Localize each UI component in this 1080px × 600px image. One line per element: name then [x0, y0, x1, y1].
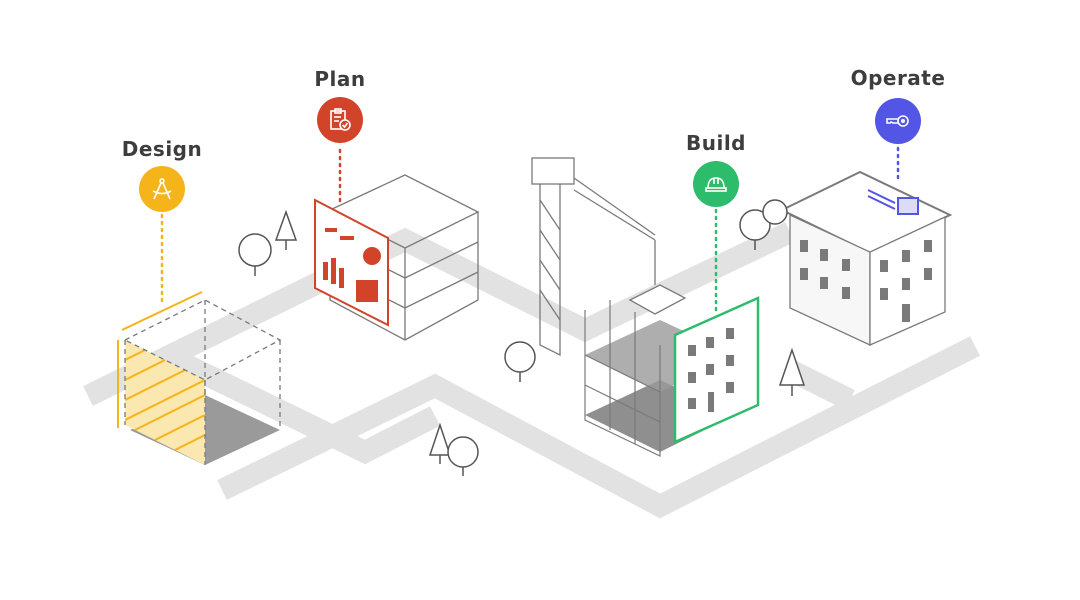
design-hatch [124, 349, 206, 451]
road-upper [83, 222, 795, 406]
stage-label-operate: Operate [850, 66, 946, 90]
build-badge [693, 161, 739, 207]
tree-round [739, 199, 788, 250]
tree-pine [428, 422, 452, 464]
tree-pine [778, 347, 806, 396]
hard-hat-icon [705, 177, 727, 192]
compass-icon [152, 178, 172, 200]
tree-round [447, 436, 479, 476]
plan-chart-panel [314, 198, 389, 327]
tree-pine [274, 209, 298, 250]
design-cube-stripes-face [125, 340, 205, 465]
plan-badge [317, 97, 363, 143]
build-building [584, 296, 760, 457]
rooftop-hvac [867, 189, 919, 215]
clipboard-check-icon [330, 108, 351, 131]
operate-badge [875, 98, 921, 144]
design-cube [117, 291, 282, 465]
connectors [160, 146, 900, 312]
stage-label-plan: Plan [314, 67, 366, 91]
design-badge [139, 166, 185, 212]
tree-round [238, 233, 272, 276]
stage-label-build: Build [685, 131, 747, 155]
build-facade-panel [673, 296, 760, 444]
key-icon [886, 115, 909, 127]
trees [238, 199, 806, 476]
design-dimension-lines [117, 291, 203, 428]
operate-building [779, 170, 953, 347]
tree-round [504, 341, 536, 382]
road-connector-left [163, 346, 441, 465]
crane [531, 157, 687, 357]
stage-label-design: Design [121, 137, 203, 161]
